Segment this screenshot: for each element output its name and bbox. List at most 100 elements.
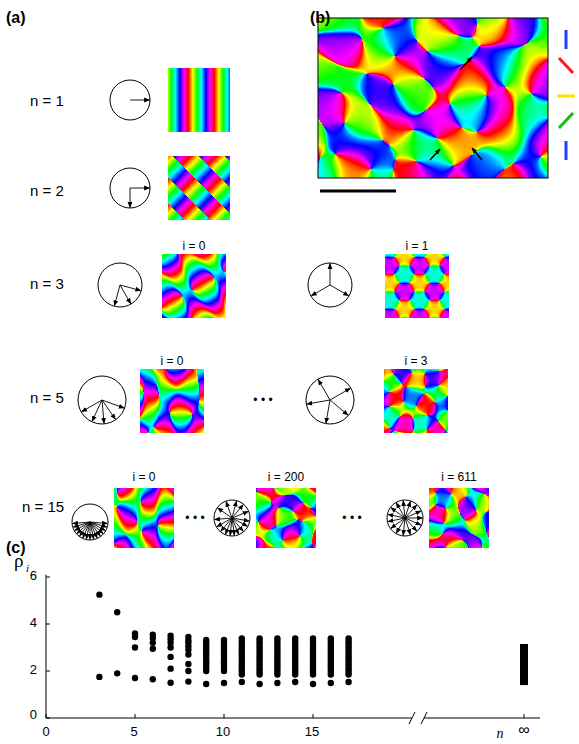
data-point	[185, 634, 191, 640]
wave-vector-circle	[306, 376, 354, 424]
wave-vector-arrow	[114, 285, 120, 306]
tick-label: 0	[42, 725, 49, 738]
tick-label: 10	[216, 725, 230, 738]
scatter-plot	[46, 575, 540, 724]
orientation-key-bar	[559, 113, 573, 128]
orientation-map	[168, 156, 230, 220]
wave-vector-arrow	[326, 400, 330, 423]
data-point	[185, 661, 191, 667]
data-point	[345, 679, 351, 685]
wave-vector-arrow	[405, 511, 421, 518]
wave-vector-arrow	[330, 285, 349, 296]
data-point	[221, 680, 227, 686]
wave-vector-arrow	[120, 285, 131, 304]
row-label: n = 5	[30, 390, 64, 405]
axis-break	[409, 712, 415, 724]
x-tick	[224, 714, 225, 718]
orientation-map	[256, 488, 316, 548]
axis-break	[421, 712, 427, 724]
data-point	[167, 633, 173, 639]
wave-vector-arrow	[226, 502, 232, 518]
wave-vector-arrow	[90, 522, 97, 538]
index-label: i = 611	[441, 471, 476, 483]
wave-vector-arrow	[318, 380, 330, 400]
x-tick	[524, 714, 525, 718]
measured-orientation-map	[318, 18, 548, 178]
wave-vector-arrow	[130, 188, 131, 208]
row-label: n = 15	[22, 499, 64, 514]
tick-label: 6	[30, 569, 37, 582]
index-label: i = 0	[132, 471, 155, 483]
data-points	[96, 591, 352, 687]
data-point	[96, 674, 102, 680]
orientation-key-bar	[557, 95, 575, 98]
wave-vector-circle	[98, 263, 142, 307]
index-label: i = 200	[268, 471, 304, 483]
data-point	[167, 680, 173, 686]
wave-vector-arrow	[405, 505, 417, 518]
wave-vector-row	[98, 254, 226, 318]
y-tick	[46, 624, 50, 625]
wave-vector-circle	[110, 168, 150, 208]
orientation-map	[140, 369, 204, 433]
wave-vector-arrow	[82, 400, 102, 412]
wave-vector-arrow	[73, 522, 90, 527]
data-point	[239, 635, 245, 641]
wave-vector-arrow	[130, 188, 150, 189]
tick-label: 0	[30, 708, 37, 721]
wave-vector-arrow	[130, 100, 150, 101]
panel-label: (a)	[6, 10, 26, 26]
wave-vector-arrow	[80, 522, 90, 536]
index-label: i = 0	[160, 355, 183, 367]
wave-vector-arrow	[391, 508, 405, 518]
data-point	[345, 635, 351, 641]
data-point	[328, 680, 334, 686]
orientation-key-bar	[565, 30, 568, 49]
map-border	[318, 18, 548, 178]
wave-vector-arrow	[405, 518, 410, 535]
ellipsis: • • •	[185, 512, 204, 524]
index-label: i = 1	[405, 240, 428, 252]
wave-vector-arrow	[330, 264, 331, 286]
y-tick	[46, 577, 50, 578]
x-tick	[46, 714, 47, 718]
wave-vector-arrow	[221, 518, 232, 531]
data-point	[292, 635, 298, 641]
data-point	[167, 654, 173, 660]
data-point	[203, 681, 209, 687]
measured-map-panel	[318, 18, 575, 191]
wave-vector-arrow	[405, 518, 423, 519]
wave-vector-arrow	[102, 400, 104, 423]
y-axis	[46, 575, 47, 718]
index-label: i = 3	[404, 355, 427, 367]
x-tick	[135, 714, 136, 718]
x-tick	[313, 714, 314, 718]
wave-vector-arrow	[330, 400, 348, 415]
orientation-map	[162, 254, 226, 318]
data-point	[256, 635, 262, 641]
wave-vector-arrow	[232, 518, 234, 535]
wave-vector-arrow	[311, 285, 330, 296]
data-point	[328, 635, 334, 641]
wave-vector-row	[72, 488, 174, 548]
data-point	[96, 591, 102, 597]
wave-vector-arrow	[330, 388, 350, 400]
index-label: i = 0	[182, 240, 205, 252]
wave-vector-arrow	[232, 518, 247, 526]
wave-vector-arrow	[388, 518, 405, 522]
ellipsis: • • •	[342, 512, 361, 524]
wave-vector-arrow	[403, 501, 405, 518]
y-tick	[46, 718, 50, 719]
data-point	[132, 630, 138, 636]
data-point	[167, 665, 173, 671]
wave-vector-row	[110, 156, 230, 220]
wave-vector-row	[306, 369, 448, 433]
tick-label: ∞	[518, 722, 529, 738]
wave-vector-circle	[214, 500, 250, 536]
data-point	[185, 678, 191, 684]
wave-vector-row	[78, 369, 204, 433]
tick-label: 2	[30, 663, 37, 676]
data-point	[114, 670, 120, 676]
